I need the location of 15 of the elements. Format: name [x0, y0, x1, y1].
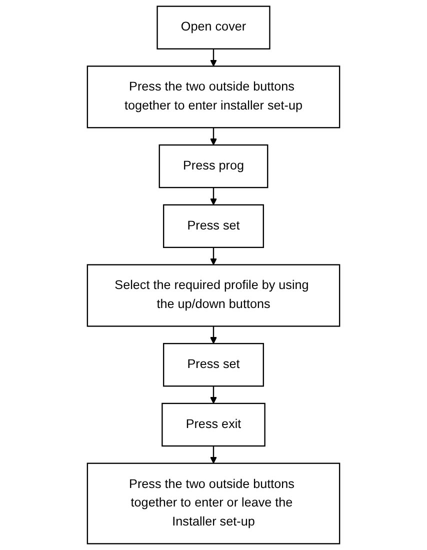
- arrow: [210, 48, 217, 66]
- arrow: [210, 128, 217, 146]
- arrow: [210, 386, 217, 404]
- arrow: [210, 188, 217, 206]
- node-box: Press exit: [162, 402, 266, 447]
- node-box: Press the two outside buttons together to enter or leave the Installer set-up: [86, 462, 340, 544]
- node-box: Select the required profile by using the up/down buttons: [86, 264, 340, 327]
- arrow: [210, 247, 217, 266]
- node-box: Press set: [163, 342, 264, 387]
- node-box: Press set: [163, 204, 264, 248]
- node-box: Press the two outside buttons together to enter installer set-up: [86, 66, 340, 128]
- node-box: Open cover: [156, 6, 270, 50]
- arrow: [210, 446, 217, 464]
- arrow: [210, 326, 217, 344]
- node-box: Press prog: [158, 144, 268, 188]
